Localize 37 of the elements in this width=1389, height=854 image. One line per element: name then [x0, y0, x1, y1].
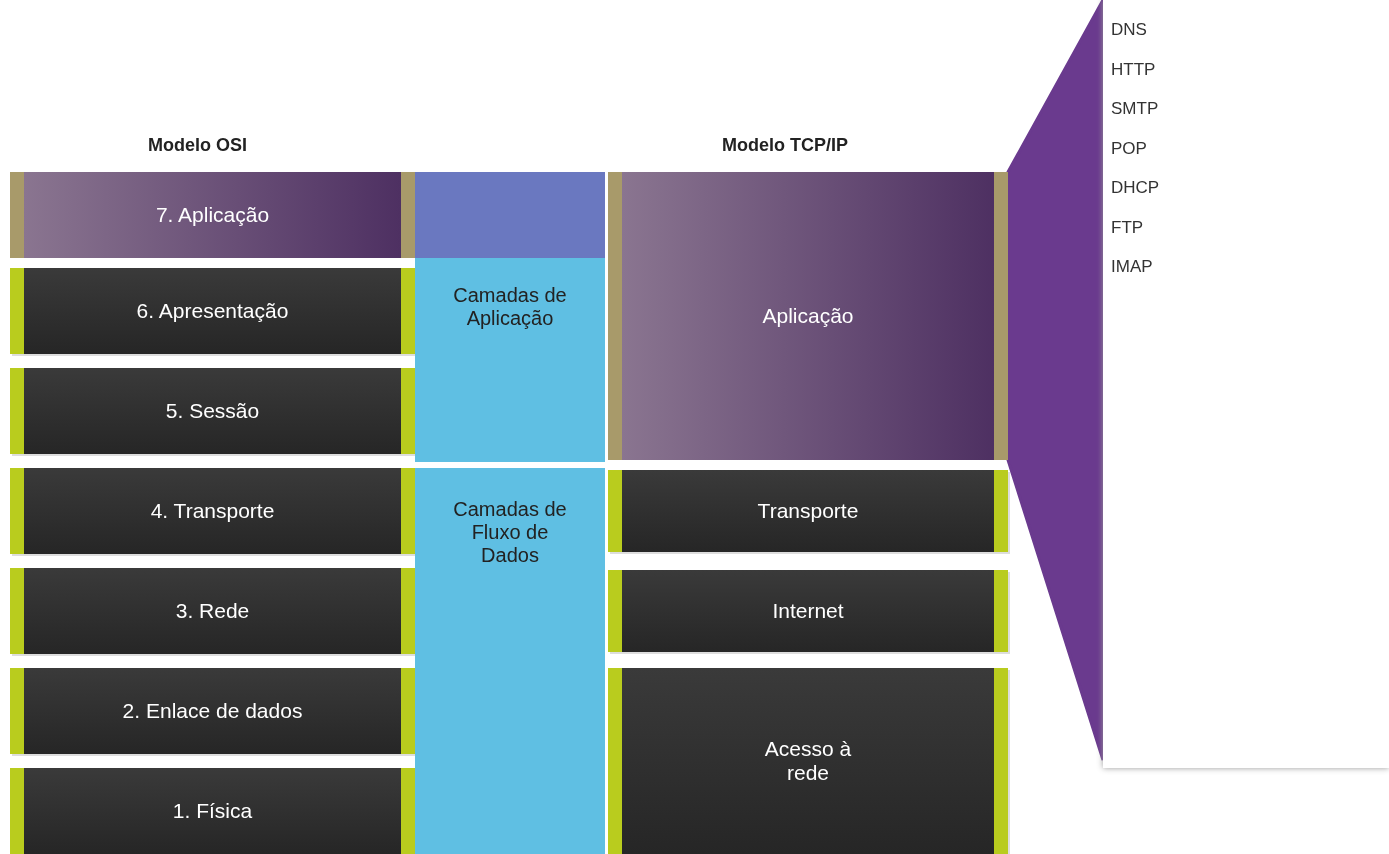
layer-box	[10, 768, 415, 854]
group-label: Camadas de Aplicação	[452, 284, 568, 330]
layer-group-band	[415, 468, 605, 854]
layer-box	[608, 668, 1008, 854]
protocol-name: DHCP	[1111, 178, 1160, 199]
layer-label: 7. Aplicação	[155, 203, 270, 227]
column-heading: Modelo TCP/IP	[722, 135, 848, 156]
layer-group-band	[415, 172, 605, 462]
layer-label: Aplicação	[762, 304, 854, 328]
callout-wedge	[1006, 0, 1105, 762]
layer-box	[10, 268, 415, 354]
layer-box	[10, 468, 415, 554]
column-heading: Modelo OSI	[148, 135, 247, 156]
protocol-name: DNS	[1111, 20, 1147, 41]
layer-box	[608, 570, 1008, 652]
protocol-name: POP	[1111, 138, 1147, 160]
layer-label: 6. Apresentação	[136, 299, 289, 323]
protocol-name: HTTP	[1111, 59, 1156, 81]
protocol-name: FTP	[1111, 217, 1144, 239]
protocol-name: SMTP	[1111, 99, 1159, 120]
layer-label: Internet	[772, 599, 844, 623]
layer-label: 1. Física	[172, 799, 253, 823]
layer-box	[10, 368, 415, 454]
layer-box	[10, 568, 415, 654]
layer-label: 4. Transporte	[150, 499, 275, 523]
layer-box	[10, 172, 415, 258]
layer-box	[10, 668, 415, 754]
protocol-name: IMAP	[1111, 257, 1153, 278]
layer-box	[608, 172, 1008, 460]
protocol-list-panel	[1103, 0, 1389, 768]
layer-label: 5. Sessão	[165, 399, 260, 423]
layer-label: Acesso à rede	[763, 737, 853, 785]
layer-box	[608, 470, 1008, 552]
layer-label: Transporte	[757, 499, 859, 523]
layer-label: 3. Rede	[175, 599, 250, 623]
layer-label: 2. Enlace de dados	[122, 699, 303, 723]
group-label: Camadas de Fluxo de Dados	[452, 498, 568, 567]
